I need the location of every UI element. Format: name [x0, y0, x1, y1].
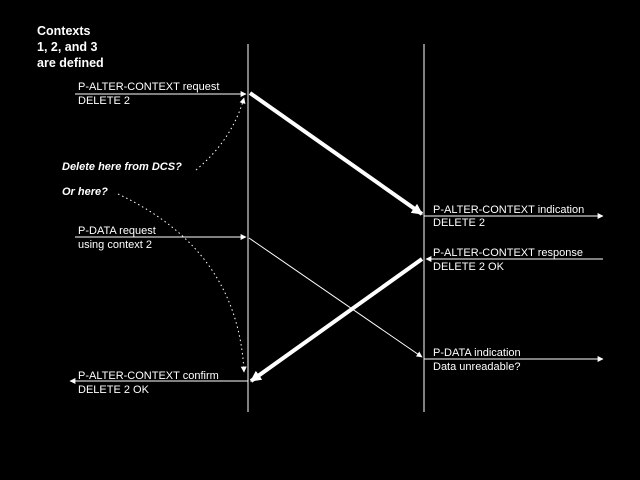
alter-context-diagonal-arrow: [248, 91, 424, 216]
question-or-here: Or here?: [62, 186, 108, 198]
header-line-2: 1, 2, and 3: [37, 40, 98, 54]
header-line-3: are defined: [37, 56, 104, 70]
alter-confirm-detail: DELETE 2 OK: [78, 384, 149, 396]
alter-response-detail: DELETE 2 OK: [433, 261, 504, 273]
alter-response-diagonal-arrow: [249, 257, 424, 383]
question-delete-here: Delete here from DCS?: [62, 161, 182, 173]
data-request-label: P-DATA request: [78, 225, 156, 237]
alter-indication-detail: DELETE 2: [433, 217, 485, 229]
alter-request-detail: DELETE 2: [78, 95, 130, 107]
header-line-1: Contexts: [37, 24, 91, 38]
question2-dotted-curve: [117, 193, 247, 373]
alter-request-label: P-ALTER-CONTEXT request: [78, 81, 220, 93]
alter-response-label: P-ALTER-CONTEXT response: [433, 247, 583, 259]
alter-indication-label: P-ALTER-CONTEXT indication: [433, 204, 585, 216]
data-request-detail: using context 2: [78, 239, 152, 251]
question1-dotted-curve: [195, 97, 246, 171]
data-indication-label: P-DATA indication: [433, 347, 521, 359]
data-indication-detail: Data unreadable?: [433, 361, 521, 373]
data-diagonal-arrow: [248, 237, 423, 358]
alter-confirm-label: P-ALTER-CONTEXT confirm: [78, 370, 219, 382]
